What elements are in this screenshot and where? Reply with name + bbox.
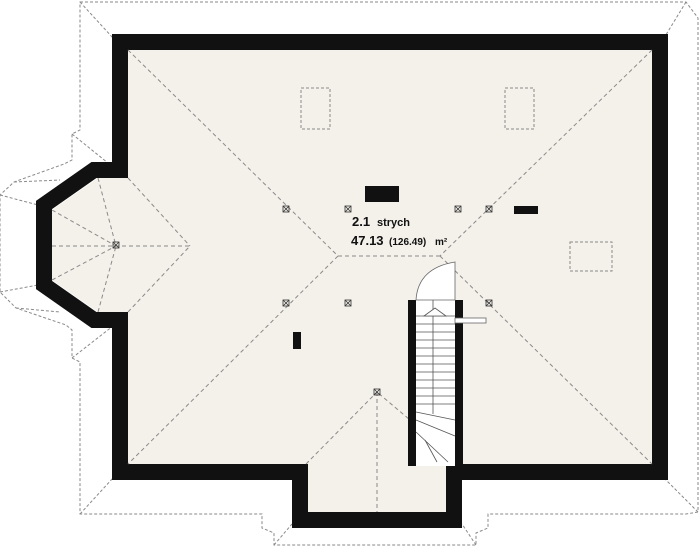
post-marker bbox=[282, 299, 290, 307]
vent bbox=[514, 206, 538, 214]
roof-window bbox=[569, 241, 613, 272]
chimney bbox=[365, 186, 399, 202]
roof-posts bbox=[112, 205, 493, 396]
post-marker bbox=[112, 241, 120, 249]
post-marker bbox=[344, 205, 352, 213]
attic-floor bbox=[52, 50, 652, 512]
post-marker bbox=[282, 205, 290, 213]
post-marker bbox=[373, 388, 381, 396]
roof-hip-lines bbox=[51, 49, 653, 512]
room-number: 2.1 bbox=[352, 214, 370, 229]
chimneys bbox=[293, 186, 538, 349]
room-area-unit: m² bbox=[435, 237, 448, 248]
exterior-walls bbox=[36, 34, 668, 528]
post-marker bbox=[485, 205, 493, 213]
staircase bbox=[408, 261, 487, 466]
room-name: strych bbox=[377, 217, 410, 229]
post-marker bbox=[344, 299, 352, 307]
room-area: 47.13 bbox=[351, 233, 384, 248]
roof-windows bbox=[300, 87, 613, 272]
room-area-total: (126.49) bbox=[389, 237, 426, 248]
vent bbox=[293, 332, 301, 349]
room-label: 2.1 strych 47.13 (126.49) m² bbox=[351, 214, 448, 248]
post-marker bbox=[485, 299, 493, 307]
post-marker bbox=[454, 205, 462, 213]
